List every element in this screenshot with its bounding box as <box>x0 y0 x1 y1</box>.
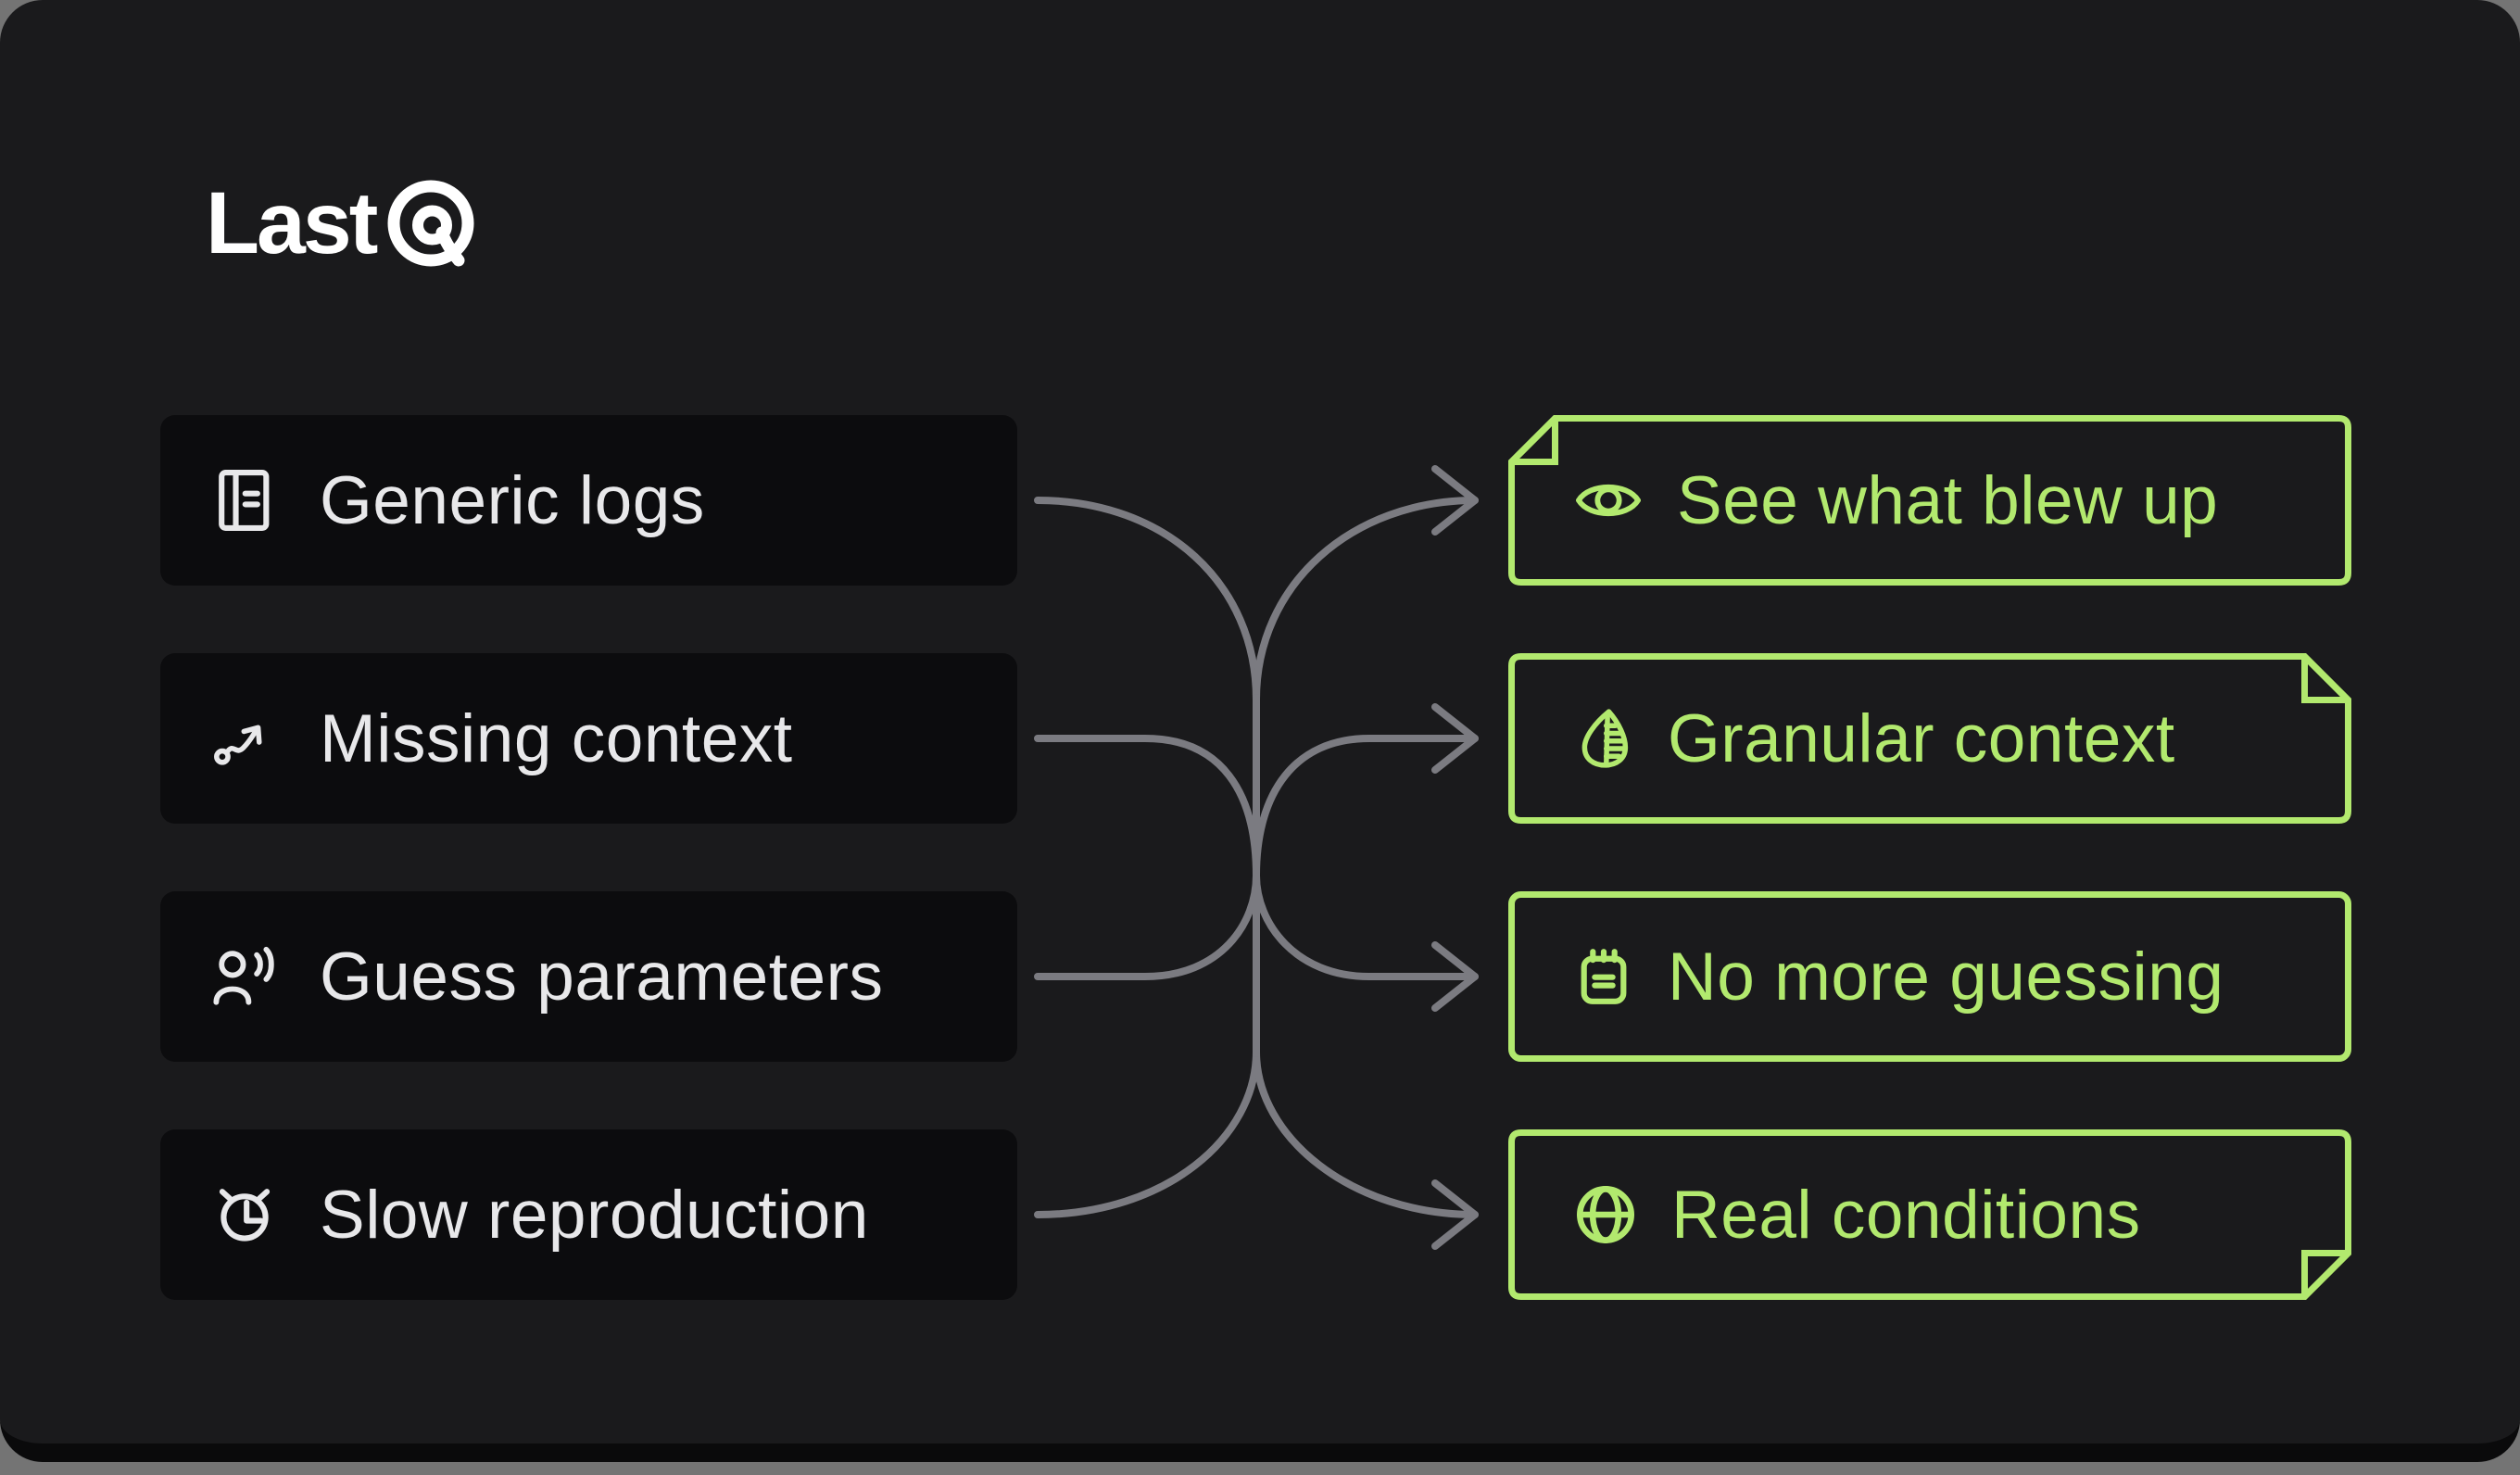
problem-node-slow-reproduction: Slow reproduction <box>160 1129 1017 1300</box>
solution-label: Granular context <box>1668 700 2175 776</box>
alarm-clock-icon <box>212 1182 277 1247</box>
solution-label: Real conditions <box>1671 1177 2141 1253</box>
solution-node-no-more-guessing: No more guessing <box>1508 891 2351 1062</box>
logo-9-circle-icon <box>386 177 479 270</box>
problem-label: Generic logs <box>320 462 705 538</box>
logo-wordmark: Last <box>206 173 378 272</box>
eye-icon <box>1573 468 1644 533</box>
solution-label: See what blew up <box>1677 462 2219 538</box>
notepad-icon <box>1573 944 1634 1009</box>
last9-logo: Last <box>206 172 479 274</box>
user-voice-icon <box>212 944 277 1009</box>
solution-node-real-conditions: Real conditions <box>1508 1129 2351 1300</box>
leaf-icon <box>1573 706 1634 771</box>
journal-icon <box>212 468 277 533</box>
problem-node-missing-context: Missing context <box>160 653 1017 824</box>
solution-label: No more guessing <box>1668 939 2224 1015</box>
problem-node-generic-logs: Generic logs <box>160 415 1017 586</box>
solution-node-see-what-blew-up: See what blew up <box>1508 415 2351 586</box>
problem-label: Guess parameters <box>320 939 884 1015</box>
solution-node-granular-context: Granular context <box>1508 653 2351 824</box>
problem-label: Slow reproduction <box>320 1177 869 1253</box>
problem-node-guess-parameters: Guess parameters <box>160 891 1017 1062</box>
trend-squiggle-arrow-icon <box>212 706 277 771</box>
globe-icon <box>1573 1182 1638 1247</box>
problem-label: Missing context <box>320 700 793 776</box>
